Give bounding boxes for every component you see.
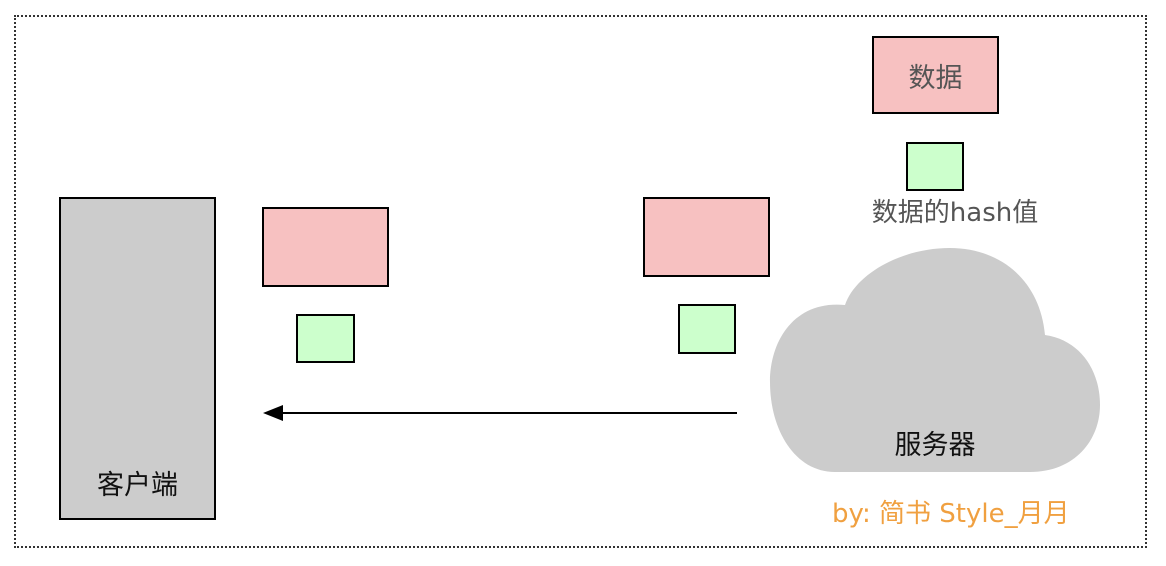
client-block: 客户端 [59,197,216,520]
server-cloud [770,248,1100,472]
server-data-label: 数据 [908,62,963,94]
transit-hash-block [678,304,736,354]
client-hash-block [296,314,355,363]
client-data-block [262,207,389,287]
server-data-block [872,36,999,114]
server-hash-block [906,142,964,191]
server-label: 服务器 [894,430,976,461]
credit-text: by: 简书 Style_月月 [832,499,1070,529]
client-label: 客户端 [97,470,178,501]
transfer-arrow-head [263,405,283,421]
diagram-frame [14,15,1147,548]
hash-label: 数据的hash值 [871,198,1039,228]
transit-data-block [643,197,770,277]
